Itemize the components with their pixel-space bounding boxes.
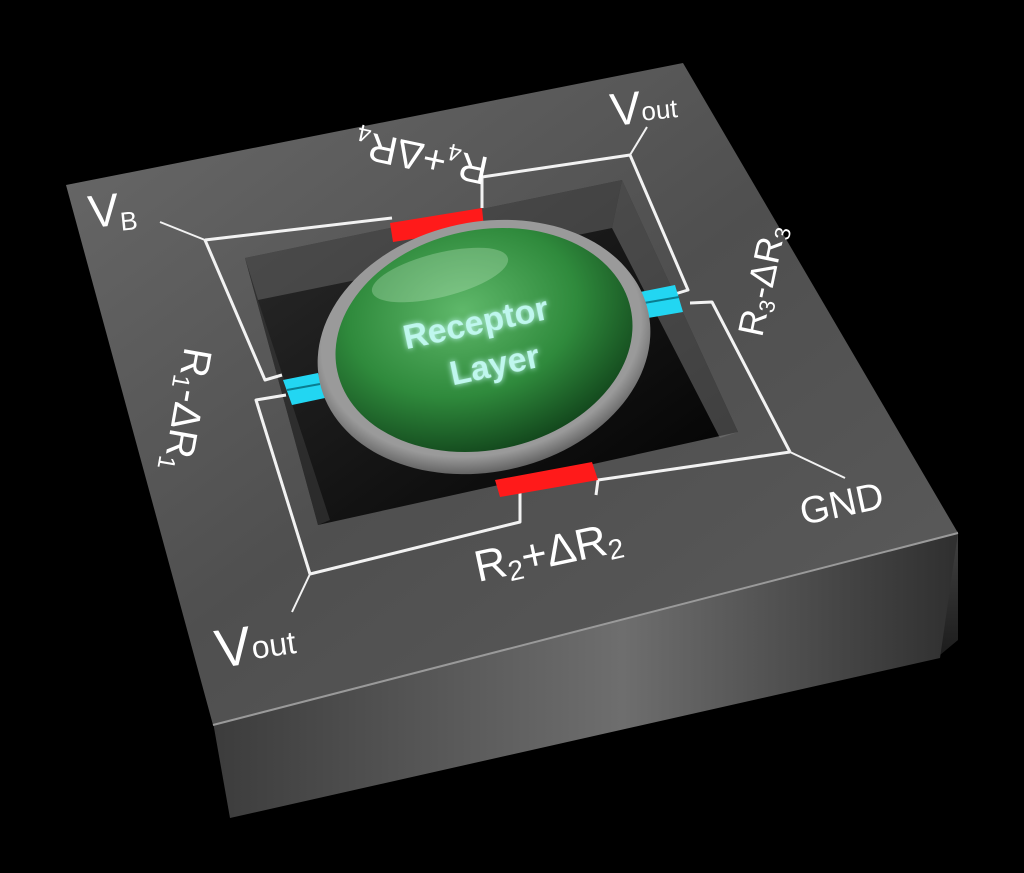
trace-r1-to-vb: [203, 239, 283, 382]
label-vout-top: Vout: [608, 77, 681, 136]
label-vb: VB: [86, 181, 139, 240]
trace-r3-to-gnd: [689, 300, 792, 453]
label-r3-d: 3: [769, 225, 796, 242]
label-r1-d: 1: [152, 453, 181, 471]
label-r4-b: 4: [446, 137, 465, 166]
chip-front-side: [213, 522, 958, 818]
resistor-r3: [640, 285, 683, 318]
svg-text:Vout: Vout: [608, 77, 681, 136]
resistor-r3-gap: [643, 296, 680, 304]
trace-r4-to-vout: [480, 153, 631, 208]
resistor-r4: [390, 208, 484, 242]
trace-r2-to-vout: [309, 490, 522, 576]
label-vout-bottom: Vout: [211, 609, 299, 680]
receptor-dome: [335, 227, 633, 453]
label-r4: R4+ΔR4: [351, 118, 492, 192]
resistor-r2: [495, 462, 598, 497]
label-vb-sub: B: [119, 205, 139, 237]
receptor-layer: Receptor Layer: [317, 219, 651, 475]
resistors: [283, 208, 683, 497]
svg-text:VB: VB: [86, 181, 139, 240]
label-vout-bottom-main: V: [211, 615, 255, 679]
svg-text:R4+ΔR4: R4+ΔR4: [351, 118, 492, 192]
trace-vout-to-r1: [254, 393, 312, 575]
label-vout-top-sub: out: [640, 93, 680, 127]
label-vout-top-main: V: [608, 81, 644, 136]
trace-vout-to-r3: [628, 154, 690, 296]
resistor-r1: [283, 373, 325, 405]
lead-vb: [159, 221, 206, 241]
lead-vout-top: [629, 126, 648, 156]
bridge-traces: [159, 126, 846, 613]
label-r2-b: 2: [505, 554, 527, 588]
resistor-r1-gap: [286, 383, 321, 391]
lead-vout-bottom: [291, 573, 311, 613]
chip-top-edge-highlight: [212, 532, 959, 726]
label-vout-bottom-sub: out: [249, 624, 298, 666]
label-r1-b: 1: [166, 372, 195, 390]
receptor-highlight: [371, 247, 509, 303]
lead-gnd: [789, 451, 846, 479]
label-vb-main: V: [86, 183, 122, 238]
label-r4-d: 4: [355, 118, 374, 147]
label-r2-d: 2: [605, 532, 627, 566]
svg-text:Vout: Vout: [211, 609, 299, 680]
trace-vb-to-r4: [204, 216, 393, 242]
label-r3-b: 3: [754, 298, 781, 315]
